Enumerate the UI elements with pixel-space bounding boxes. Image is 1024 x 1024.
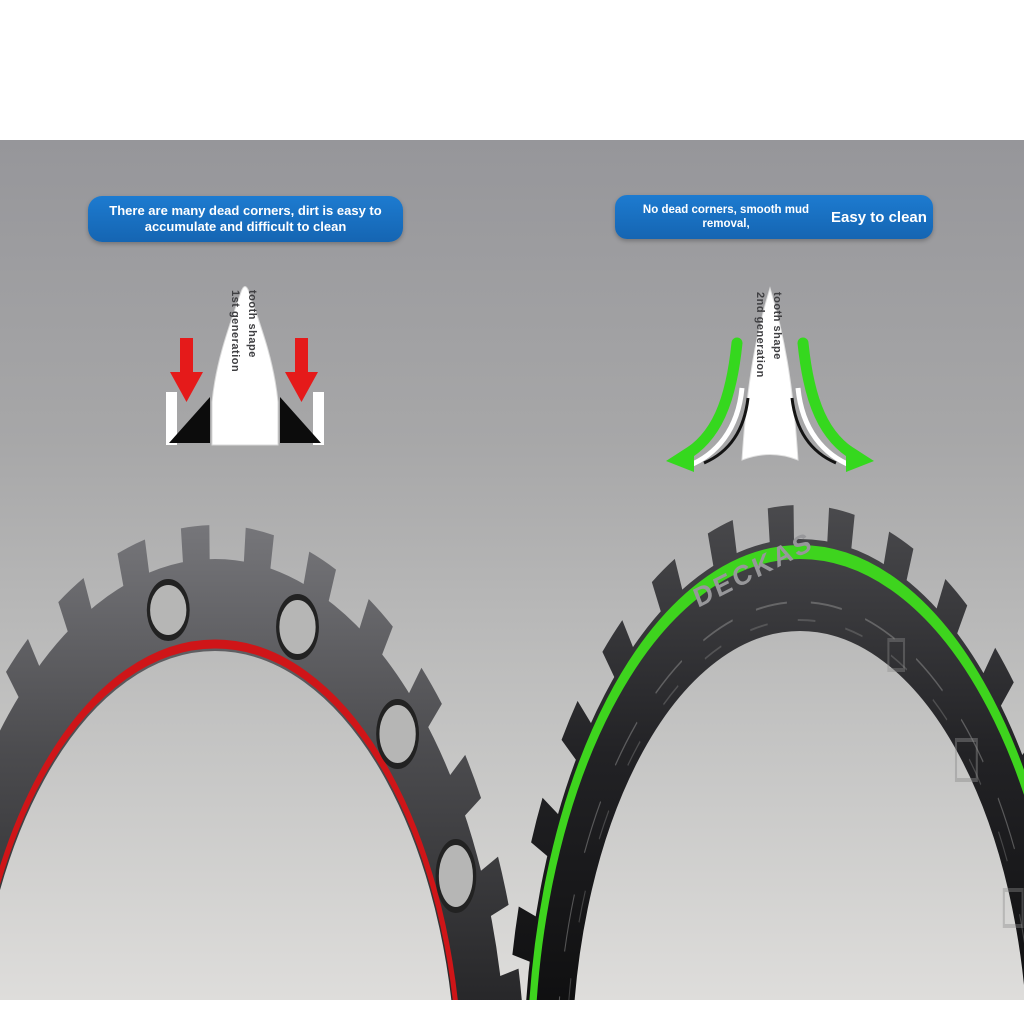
tooth-generation-label-right: 2nd generation tooth shape xyxy=(754,292,783,378)
tooth-side-wall xyxy=(166,392,177,445)
engraving-pattern xyxy=(887,638,906,672)
tooth-flare-line xyxy=(687,387,745,469)
mud-path-line xyxy=(703,397,750,465)
tooth-side-wall xyxy=(313,392,324,445)
chainring-right-body xyxy=(526,539,1024,1000)
photo-area: DECKAS xyxy=(0,140,1024,1000)
dead-corner-triangle xyxy=(280,397,321,443)
tooth-diagram-left xyxy=(166,286,324,446)
left-callout-text: There are many dead corners, dirt is eas… xyxy=(109,203,382,234)
mud-path-line xyxy=(790,397,837,465)
chainring-left-body xyxy=(0,559,503,1000)
vector-layer: DECKAS xyxy=(0,286,1024,1000)
right-callout-secondary-text: Easy to clean xyxy=(831,208,927,226)
chainring-right xyxy=(508,505,1024,1000)
red-down-arrow-icon xyxy=(285,338,318,402)
tooth-profile xyxy=(211,286,279,446)
dead-corner-triangle xyxy=(169,397,210,443)
chainring-left-hole xyxy=(376,699,420,769)
engraving-pattern xyxy=(1002,888,1024,928)
right-callout-bubble: No dead corners, smooth mud removal, Eas… xyxy=(615,195,933,239)
engraving-pattern xyxy=(954,738,978,782)
chainring-left-hole xyxy=(435,839,477,913)
red-down-arrow-icon xyxy=(170,338,203,402)
chainring-left-hole xyxy=(146,579,190,641)
chainring-right-green-edge xyxy=(529,545,1024,1000)
right-callout-text: No dead corners, smooth mud removal, xyxy=(642,204,810,230)
green-flow-arrow-head xyxy=(846,443,874,472)
chainring-left xyxy=(0,525,522,1000)
green-flow-arrow-icon xyxy=(678,337,743,462)
tooth-diagram-right xyxy=(666,286,874,472)
tooth-generation-label-left: 1st generation tooth shape xyxy=(229,290,258,373)
tooth-profile xyxy=(741,286,799,461)
green-flow-arrow-icon xyxy=(797,337,862,462)
tooth-flare-line xyxy=(795,387,853,469)
chainring-left-red-edge xyxy=(0,639,458,1000)
engraving-arc xyxy=(568,619,1024,1000)
left-callout-bubble: There are many dead corners, dirt is eas… xyxy=(88,196,403,242)
chainring-left-hole xyxy=(276,594,319,660)
green-flow-arrow-head xyxy=(666,443,694,472)
